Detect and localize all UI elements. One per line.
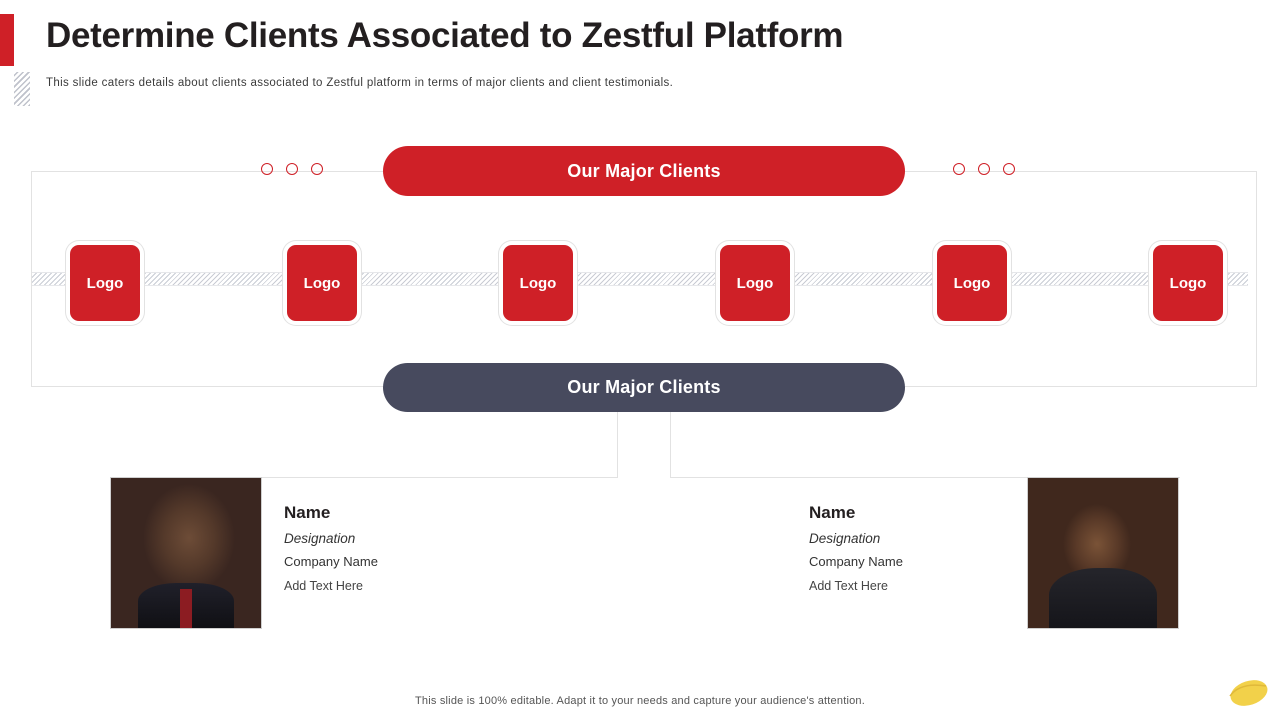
circle-dot-icon <box>286 163 298 175</box>
connector-vertical-right <box>670 412 671 478</box>
client-logo-1[interactable]: Logo <box>70 245 140 321</box>
testimonial-name-2: Name <box>809 503 856 522</box>
dots-left-group <box>261 163 323 175</box>
testimonial-name-1: Name <box>284 503 331 522</box>
dots-right-group <box>953 163 1015 175</box>
testimonial-company-2: Company Name <box>809 554 903 569</box>
testimonial-company-1: Company Name <box>284 554 378 569</box>
testimonial-designation-1: Designation <box>284 531 356 546</box>
connector-horizontal-right <box>670 477 1180 478</box>
connector-vertical-left <box>617 412 618 478</box>
client-logo-5[interactable]: Logo <box>937 245 1007 321</box>
connector-horizontal-left <box>110 477 618 478</box>
title-accent-bar <box>0 14 14 66</box>
testimonials-header-pill[interactable]: Our Major Clients <box>383 363 905 412</box>
decorative-hatch-block <box>14 72 30 106</box>
testimonial-addtext-2[interactable]: Add Text Here <box>809 579 888 593</box>
client-logo-3[interactable]: Logo <box>503 245 573 321</box>
circle-dot-icon <box>978 163 990 175</box>
client-logo-2[interactable]: Logo <box>287 245 357 321</box>
testimonial-designation-2: Designation <box>809 531 881 546</box>
testimonial-text-2: Name Designation Company Name Add Text H… <box>809 503 903 593</box>
circle-dot-icon <box>261 163 273 175</box>
page-subtitle: This slide caters details about clients … <box>46 77 674 89</box>
lemon-decoration-icon <box>1229 680 1268 706</box>
man-portrait-photo <box>111 478 261 628</box>
testimonial-photo-2 <box>1027 477 1179 629</box>
client-logo-6[interactable]: Logo <box>1153 245 1223 321</box>
slide-footer-note: This slide is 100% editable. Adapt it to… <box>415 695 865 707</box>
page-title: Determine Clients Associated to Zestful … <box>46 16 844 55</box>
testimonial-addtext-1[interactable]: Add Text Here <box>284 579 363 593</box>
logo-rail-divider <box>32 272 1248 286</box>
woman-portrait-photo <box>1028 478 1178 628</box>
testimonial-text-1: Name Designation Company Name Add Text H… <box>284 503 378 593</box>
circle-dot-icon <box>953 163 965 175</box>
circle-dot-icon <box>311 163 323 175</box>
client-logo-4[interactable]: Logo <box>720 245 790 321</box>
circle-dot-icon <box>1003 163 1015 175</box>
major-clients-header-pill[interactable]: Our Major Clients <box>383 146 905 196</box>
testimonial-photo-1 <box>110 477 262 629</box>
